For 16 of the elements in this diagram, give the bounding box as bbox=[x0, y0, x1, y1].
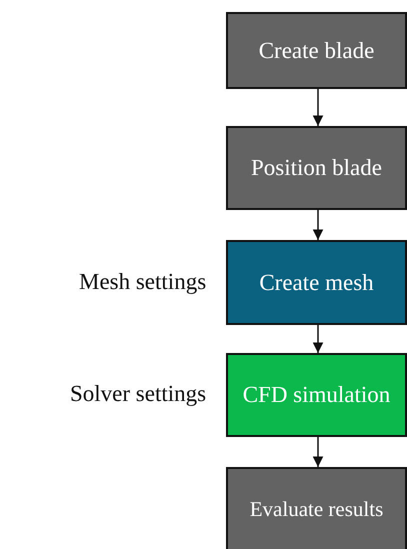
settings-label: Mesh settings bbox=[79, 268, 206, 294]
step-label: Create blade bbox=[258, 38, 374, 64]
process-box bbox=[226, 12, 407, 89]
step-label: Position blade bbox=[251, 155, 382, 181]
step-label: Evaluate results bbox=[250, 496, 384, 522]
arrow bbox=[312, 210, 324, 240]
arrow bbox=[312, 325, 324, 353]
arrow bbox=[312, 437, 324, 467]
step-label: Create mesh bbox=[259, 270, 374, 296]
process-box bbox=[226, 353, 407, 437]
arrow bbox=[312, 89, 324, 126]
step-label: CFD simulation bbox=[242, 382, 390, 408]
process-box bbox=[226, 126, 407, 210]
settings-label: Solver settings bbox=[70, 381, 206, 407]
process-box bbox=[226, 467, 407, 549]
process-box bbox=[226, 240, 407, 325]
